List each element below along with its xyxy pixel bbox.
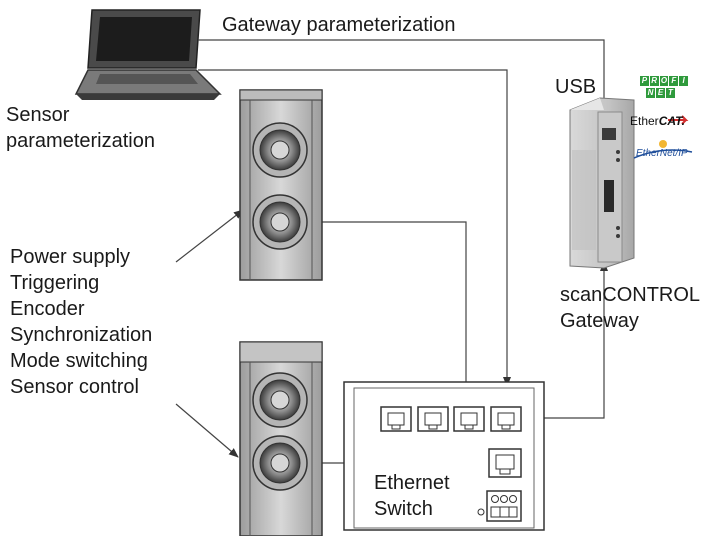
switch-name-label: Ethernet Switch (374, 472, 450, 520)
switch-uplink-line (198, 69, 511, 387)
ethercat-logo: EtherCAT. (630, 114, 685, 128)
arrow-to-sensor1 (175, 209, 244, 263)
switch-port-1 (380, 406, 412, 432)
sensor-2-connector-a (252, 372, 308, 428)
sensor-2 (239, 341, 323, 536)
gateway-parameterization-label: Gateway parameterization (222, 14, 456, 36)
io-function-item: Encoder (10, 298, 85, 320)
switch-port-3 (453, 406, 485, 432)
io-function-item: Sensor control (10, 376, 139, 398)
ethernetip-logo: EtherNet/IP (636, 148, 688, 159)
io-function-item: Mode switching (10, 350, 148, 372)
arrow-to-sensor2 (175, 403, 239, 458)
switch-port-5 (488, 448, 522, 478)
ethercat-arrow-icon (668, 115, 689, 125)
switch-port-2 (417, 406, 449, 432)
io-function-item: Triggering (10, 272, 100, 294)
ethernet-switch (343, 381, 545, 531)
profinet-logo: P R O F I N E T (640, 76, 688, 100)
sensor-2-connector-b (252, 435, 308, 491)
sensor-1 (239, 89, 323, 281)
laptop-icon (74, 9, 222, 100)
sensor-parameterization-label: Sensor parameterization (6, 104, 155, 152)
sensor-1-connector-b (252, 194, 308, 250)
status-led (477, 508, 485, 516)
ethernetip-swoosh-icon (633, 149, 693, 159)
power-terminal (486, 490, 522, 522)
io-function-item: Power supply (10, 246, 131, 268)
scancontrol-gateway (569, 97, 635, 269)
switch-port-4 (490, 406, 522, 432)
usb-label: USB (555, 76, 597, 98)
sensor-1-connector-a (252, 122, 308, 178)
io-function-item: Synchronization (10, 324, 153, 346)
gateway-name-label: scanCONTROL Gateway (560, 284, 701, 332)
io-functions-list: Power supply Triggering Encoder Synchron… (10, 244, 152, 400)
ethernetip-sun-icon (659, 140, 667, 148)
sensor1-switch-line (274, 221, 467, 407)
